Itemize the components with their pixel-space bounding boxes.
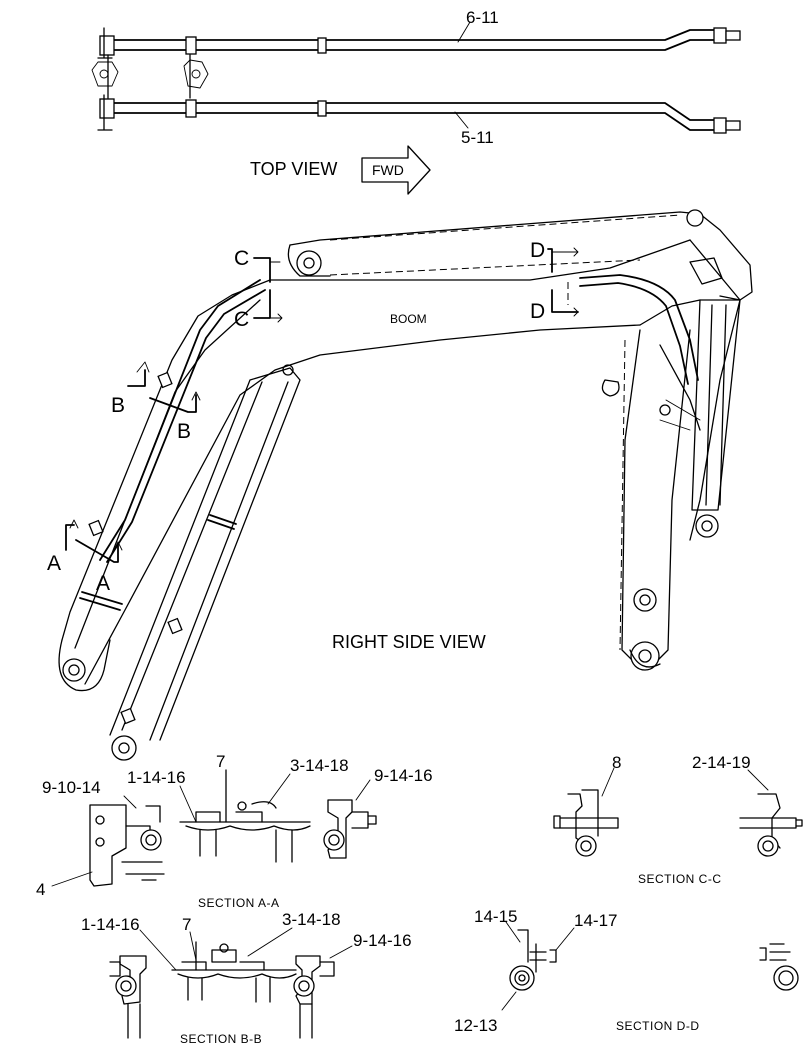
callout-2-14-19: 2-14-19 <box>692 753 751 772</box>
callout-9-10-14: 9-10-14 <box>42 778 101 797</box>
callout-5-11: 5-11 <box>461 128 494 147</box>
section-marker-a-right: A <box>96 572 110 595</box>
boom-label: BOOM <box>390 312 427 326</box>
section-marker-a-left: A <box>47 552 61 575</box>
section-dd-title: SECTION D-D <box>616 1019 700 1033</box>
section-marker-c-upper: C <box>234 247 249 270</box>
section-aa-drawing <box>51 769 377 887</box>
section-cc-title: SECTION C-C <box>638 872 722 886</box>
callout-1-14-16-aa: 1-14-16 <box>127 768 186 787</box>
callout-3-14-18-aa: 3-14-18 <box>290 756 349 775</box>
section-marker-c-lower: C <box>234 308 249 331</box>
section-marker-b-right: B <box>177 420 191 443</box>
section-marker-d-upper: D <box>530 239 545 262</box>
callout-12-13: 12-13 <box>454 1016 497 1035</box>
top-view-title: TOP VIEW <box>250 159 337 179</box>
callout-14-15: 14-15 <box>474 907 517 926</box>
top-view-drawing <box>91 21 741 195</box>
right-side-view-title: RIGHT SIDE VIEW <box>332 632 486 652</box>
callout-14-17: 14-17 <box>574 911 617 930</box>
section-marker-b-left: B <box>111 394 125 417</box>
section-dd-drawing <box>501 921 799 1011</box>
fwd-label: FWD <box>372 162 404 178</box>
section-cc-drawing <box>553 767 803 857</box>
callout-9-14-16-aa: 9-14-16 <box>374 766 433 785</box>
section-aa-title: SECTION A-A <box>198 896 280 910</box>
section-marker-d-lower: D <box>530 300 545 323</box>
section-bb-title: SECTION B-B <box>180 1032 262 1046</box>
callout-3-14-18-bb: 3-14-18 <box>282 910 341 929</box>
section-bb-drawing <box>109 927 353 1039</box>
callout-4: 4 <box>36 880 45 899</box>
callout-9-14-16-bb: 9-14-16 <box>353 931 412 950</box>
boom-drawing <box>58 209 753 761</box>
callout-6-11: 6-11 <box>466 8 499 27</box>
callout-1-14-16-bb: 1-14-16 <box>81 915 140 934</box>
callout-7-bb: 7 <box>182 915 191 934</box>
callout-7-aa: 7 <box>216 752 225 771</box>
callout-8: 8 <box>612 753 621 772</box>
